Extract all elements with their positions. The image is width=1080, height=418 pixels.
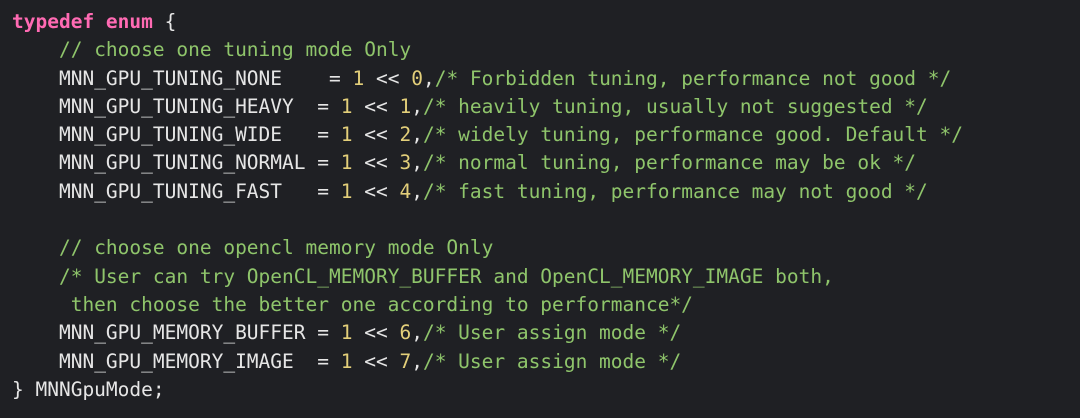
- code-line-6: MNN_GPU_TUNING_NORMAL = 1 << 3,/* normal…: [12, 149, 1080, 177]
- code-line-12: MNN_GPU_MEMORY_BUFFER = 1 << 6,/* User a…: [12, 319, 1080, 347]
- code-line-14: } MNNGpuMode;: [12, 376, 1080, 404]
- code-line-11: then choose the better one according to …: [12, 291, 1080, 319]
- token-operator: <<: [364, 66, 412, 90]
- token-punct: ,: [411, 94, 423, 118]
- token-keyword: typedef enum: [12, 10, 153, 33]
- token-comment: /* heavily tuning, usually not suggested…: [422, 94, 928, 118]
- token-operator: <<: [352, 151, 400, 175]
- token-operator: <<: [352, 123, 400, 147]
- token-indent: [12, 38, 59, 61]
- code-block: typedef enum { // choose one tuning mode…: [12, 8, 1080, 404]
- token-number: 1: [399, 94, 412, 118]
- token-number: 1: [340, 123, 353, 147]
- token-operator: =: [329, 66, 353, 90]
- code-line-5: MNN_GPU_TUNING_WIDE = 1 << 2,/* widely t…: [12, 121, 1080, 149]
- token-number: 1: [352, 66, 365, 90]
- token-identifier: MNN_GPU_TUNING_NORMAL: [58, 151, 318, 175]
- token-punct: ,: [411, 349, 423, 373]
- token-identifier: MNN_GPU_TUNING_WIDE: [58, 123, 318, 147]
- token-identifier: MNN_GPU_TUNING_FAST: [58, 179, 318, 203]
- code-line-7: MNN_GPU_TUNING_FAST = 1 << 4,/* fast tun…: [12, 178, 1080, 206]
- token-number: 1: [340, 349, 353, 373]
- token-number: 7: [399, 349, 412, 373]
- token-comment: /* User can try OpenCL_MEMORY_BUFFER and…: [58, 264, 834, 288]
- token-comment: /* User assign mode */: [422, 321, 682, 345]
- token-operator: =: [317, 349, 341, 373]
- code-line-4: MNN_GPU_TUNING_HEAVY = 1 << 1,/* heavily…: [12, 93, 1080, 121]
- token-identifier: MNN_GPU_MEMORY_BUFFER: [58, 321, 318, 345]
- token-identifier: MNNGpuMode;: [35, 377, 165, 401]
- token-comment: /* Forbidden tuning, performance not goo…: [434, 66, 952, 90]
- token-punct: ,: [411, 179, 423, 203]
- token-number: 1: [340, 94, 353, 118]
- token-indent: [12, 350, 59, 373]
- token-indent: [12, 236, 59, 259]
- token-number: 1: [340, 321, 353, 345]
- token-comment: /* fast tuning, performance may not good…: [422, 179, 928, 203]
- token-comment: /* widely tuning, performance good. Defa…: [422, 123, 963, 147]
- token-comment: /* normal tuning, performance may be ok …: [422, 151, 917, 175]
- token-number: 4: [399, 179, 412, 203]
- token-comment: // choose one tuning mode Only: [58, 38, 412, 62]
- token-operator: <<: [352, 349, 400, 373]
- token-comment: // choose one opencl memory mode Only: [58, 236, 494, 260]
- token-punct: ,: [411, 321, 423, 345]
- token-operator: =: [317, 123, 341, 147]
- token-punct: {: [152, 10, 177, 33]
- token-number: 0: [411, 66, 423, 90]
- token-comment: /* User assign mode */: [422, 349, 682, 373]
- token-punct: ,: [411, 151, 423, 175]
- token-operator: =: [317, 179, 341, 203]
- token-operator: <<: [352, 321, 400, 345]
- token-operator: <<: [352, 94, 400, 118]
- token-indent: [12, 321, 59, 344]
- code-line-2: // choose one tuning mode Only: [12, 36, 1080, 64]
- code-line-1: typedef enum {: [12, 8, 1080, 36]
- token-identifier: MNN_GPU_TUNING_HEAVY: [58, 94, 318, 118]
- code-line-10: /* User can try OpenCL_MEMORY_BUFFER and…: [12, 263, 1080, 291]
- token-indent: [12, 151, 59, 174]
- token-operator: =: [317, 321, 341, 345]
- token-number: 2: [399, 123, 412, 147]
- code-line-9: // choose one opencl memory mode Only: [12, 234, 1080, 262]
- token-indent: [12, 293, 71, 316]
- code-line-8: [12, 206, 1080, 234]
- token-indent: [12, 95, 59, 118]
- code-line-3: MNN_GPU_TUNING_NONE = 1 << 0,/* Forbidde…: [12, 65, 1080, 93]
- token-punct: ,: [422, 66, 435, 90]
- token-identifier: MNN_GPU_MEMORY_IMAGE: [58, 349, 318, 373]
- code-line-13: MNN_GPU_MEMORY_IMAGE = 1 << 7,/* User as…: [12, 348, 1080, 376]
- token-identifier: MNN_GPU_TUNING_NONE: [58, 66, 329, 90]
- token-indent: [12, 123, 59, 146]
- token-number: 1: [340, 179, 353, 203]
- token-operator: <<: [352, 179, 400, 203]
- token-operator: =: [317, 94, 341, 118]
- token-punct: ,: [411, 123, 423, 147]
- token-number: 1: [340, 151, 353, 175]
- token-number: 3: [399, 151, 412, 175]
- token-indent: [12, 265, 59, 288]
- token-punct: }: [12, 377, 36, 401]
- token-number: 6: [399, 321, 412, 345]
- token-operator: =: [317, 151, 341, 175]
- token-indent: [12, 67, 59, 90]
- token-indent: [12, 180, 59, 203]
- token-comment: then choose the better one according to …: [70, 292, 693, 316]
